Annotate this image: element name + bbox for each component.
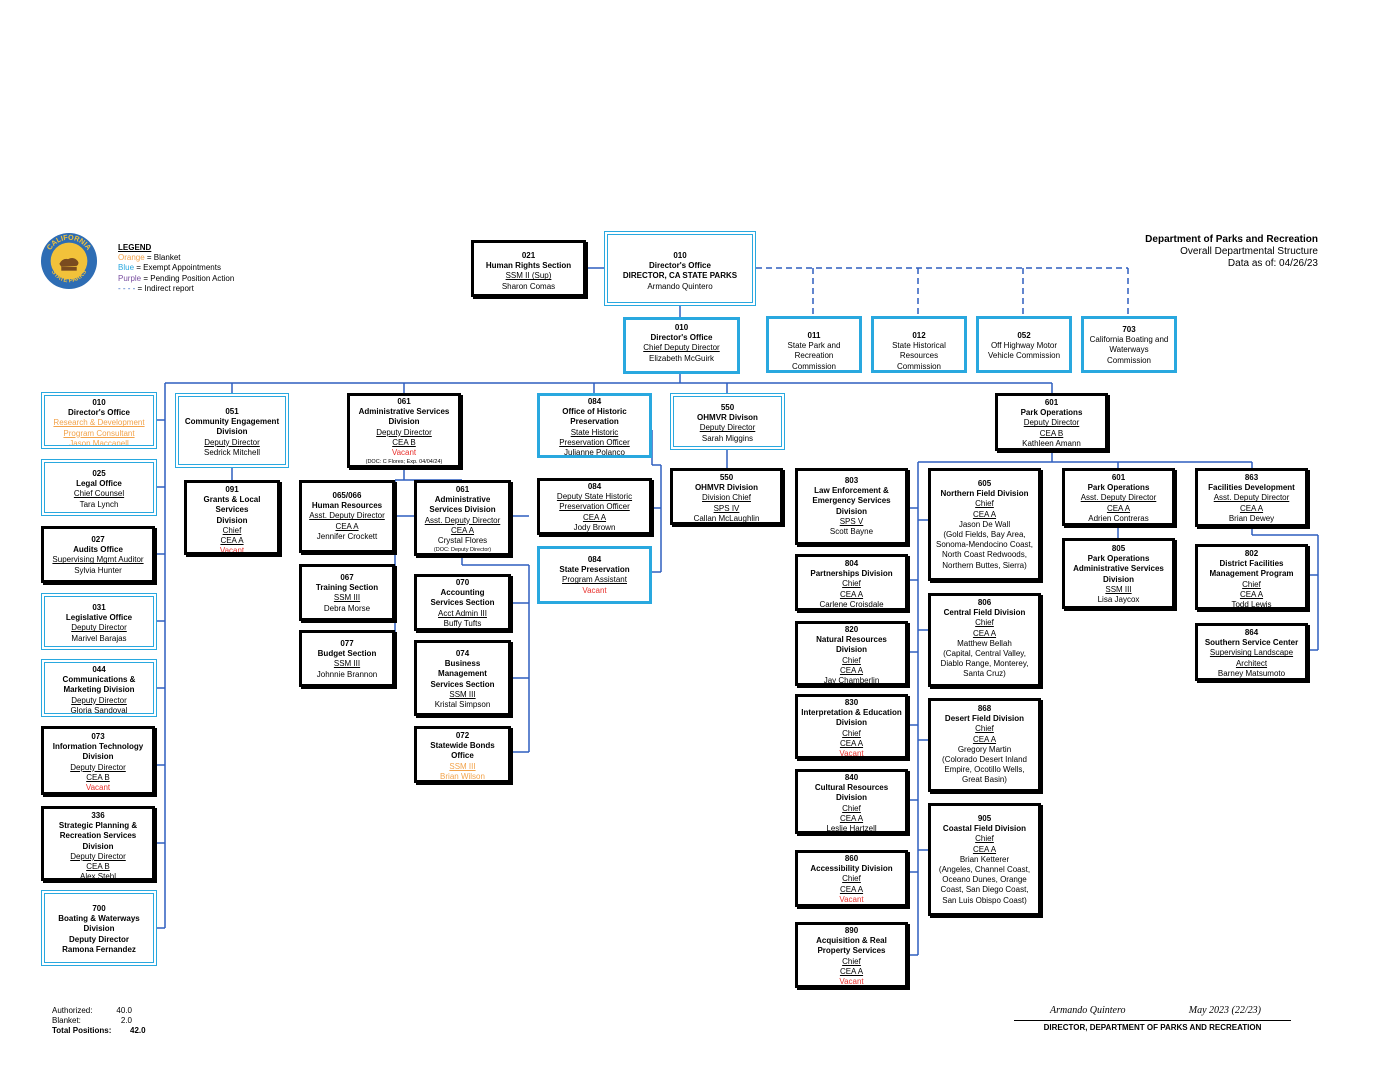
org-box-868-desert-field: 868 Desert Field Division Chief CEA A Gr… xyxy=(928,698,1041,792)
org-box-550-ohmvr-division: 550 OHMVR Division Division Chief SPS IV… xyxy=(670,468,783,525)
org-box-806-central-field: 806 Central Field Division Chief CEA A M… xyxy=(928,593,1041,687)
legend-title: LEGEND xyxy=(118,243,152,252)
org-box-890-acquisition: 890 Acquisition & Real Property Services… xyxy=(795,922,908,988)
structure-title: Overall Departmental Structure xyxy=(1180,246,1318,257)
org-box-010-research: 010 Director's Office Research & Develop… xyxy=(41,392,157,449)
org-box-067-training: 067 Training Section SSM III Debra Morse xyxy=(299,564,395,621)
org-box-804-partnerships: 804 Partnerships Division Chief CEA A Ca… xyxy=(795,554,908,611)
org-box-073-it: 073 Information Technology Division Depu… xyxy=(41,726,155,795)
org-box-084-state-preservation: 084 State Preservation Program Assistant… xyxy=(537,546,652,604)
org-box-803-law-enforcement: 803 Law Enforcement & Emergency Services… xyxy=(795,468,908,545)
org-box-550-ohmvr: 550 OHMVR Divison Deputy Director Sarah … xyxy=(670,393,785,450)
org-box-860-accessibility: 860 Accessibility Division Chief CEA A V… xyxy=(795,850,908,907)
org-box-010-director: 010 Director's Office DIRECTOR, CA STATE… xyxy=(604,231,756,306)
org-box-061-admin-services: 061 Administrative Services Division Dep… xyxy=(347,393,461,468)
org-box-072-bonds: 072 Statewide Bonds Office SSM III Brian… xyxy=(414,726,511,783)
org-box-802-district-facilities: 802 District Facilities Management Progr… xyxy=(1195,544,1308,610)
position-totals: Authorized:40.0 Blanket:2.0 Total Positi… xyxy=(52,1006,146,1036)
org-box-012-commission: 012 State Historical Resources Commissio… xyxy=(871,316,967,373)
org-box-011-commission: 011 State Park and Recreation Commission xyxy=(766,316,862,373)
org-box-031-legislative: 031 Legislative Office Deputy Director M… xyxy=(41,593,157,650)
org-box-700-boating: 700 Boating & Waterways Division Deputy … xyxy=(41,890,157,966)
california-state-parks-seal-icon: CALIFORNIA STATE PARKS xyxy=(40,233,98,290)
signature-name: Armando Quintero xyxy=(1050,1005,1126,1016)
org-box-027-audits: 027 Audits Office Supervising Mgmt Audit… xyxy=(41,526,155,583)
org-box-605-northern-field: 605 Northern Field Division Chief CEA A … xyxy=(928,468,1041,581)
org-box-830-interpretation: 830 Interpretation & Education Division … xyxy=(795,694,908,759)
authorized-row: Authorized:40.0 xyxy=(52,1006,132,1015)
legend-item-blanket: Orange = Blanket xyxy=(118,253,181,263)
org-box-025-legal: 025 Legal Office Chief Counsel Tara Lync… xyxy=(41,459,157,516)
legend-item-pending: Purple = Pending Position Action xyxy=(118,273,235,283)
org-box-336-strategic: 336 Strategic Planning & Recreation Serv… xyxy=(41,806,155,881)
legend: LEGEND Orange = Blanket Blue = Exempt Ap… xyxy=(118,243,234,294)
total-positions-row: Total Positions:42.0 xyxy=(52,1026,146,1035)
org-box-864-southern-service: 864 Southern Service Center Supervising … xyxy=(1195,623,1308,681)
org-box-052-commission: 052 Off Highway Motor Vehicle Commission xyxy=(976,316,1072,373)
org-box-021: 021 Human Rights Section SSM II (Sup) Sh… xyxy=(471,240,586,297)
department-name: Department of Parks and Recreation xyxy=(1145,234,1318,245)
data-as-of: Data as of: 04/26/23 xyxy=(1227,258,1318,269)
org-box-863-facilities-development: 863 Facilities Development Asst. Deputy … xyxy=(1195,468,1308,527)
org-box-084-historic: 084 Office of Historic Preservation Stat… xyxy=(537,393,652,458)
org-box-044-communications: 044 Communications & Marketing Division … xyxy=(41,659,157,717)
legend-item-indirect: - - - - = Indirect report xyxy=(118,283,194,293)
org-box-061-asst-admin: 061 Administrative Services Division Ass… xyxy=(414,480,511,556)
legend-item-exempt: Blue = Exempt Appointments xyxy=(118,263,221,273)
blanket-row: Blanket:2.0 xyxy=(52,1016,132,1025)
org-box-601-asst-park-operations: 601 Park Operations Asst. Deputy Directo… xyxy=(1062,468,1175,526)
org-box-074-business: 074 Business Management Services Section… xyxy=(414,640,511,716)
org-box-820-natural-resources: 820 Natural Resources Division Chief CEA… xyxy=(795,621,908,686)
org-box-084-deputy-historic: 084 Deputy State Historic Preservation O… xyxy=(537,478,652,535)
org-box-091-grants: 091 Grants & Local Services Division Chi… xyxy=(184,480,280,555)
org-box-065-human-resources: 065/066 Human Resources Asst. Deputy Dir… xyxy=(299,480,395,553)
org-box-805-park-admin: 805 Park Operations Administrative Servi… xyxy=(1062,538,1175,609)
org-box-703-commission: 703 California Boating and Waterways Com… xyxy=(1081,316,1177,373)
org-box-905-coastal-field: 905 Coastal Field Division Chief CEA A B… xyxy=(928,803,1041,916)
signature-caption: DIRECTOR, DEPARTMENT OF PARKS AND RECREA… xyxy=(1043,1023,1262,1032)
signature-block: Armando Quintero May 2023 (22/23) DIRECT… xyxy=(1014,1005,1291,1032)
org-box-070-accounting: 070 Accounting Services Section Acct Adm… xyxy=(414,574,511,631)
org-box-601-park-operations: 601 Park Operations Deputy Director CEA … xyxy=(995,393,1108,451)
signature-date: May 2023 (22/23) xyxy=(1188,1005,1261,1016)
org-box-051-community: 051 Community Engagement Division Deputy… xyxy=(175,393,289,468)
org-box-840-cultural-resources: 840 Cultural Resources Division Chief CE… xyxy=(795,769,908,834)
org-box-077-budget: 077 Budget Section SSM III Johnnie Brann… xyxy=(299,630,395,687)
org-box-010-chief-deputy: 010 Director's Office Chief Deputy Direc… xyxy=(623,317,740,374)
chart-header: Department of Parks and Recreation Overa… xyxy=(1145,234,1318,270)
signature-line xyxy=(1014,1020,1291,1021)
